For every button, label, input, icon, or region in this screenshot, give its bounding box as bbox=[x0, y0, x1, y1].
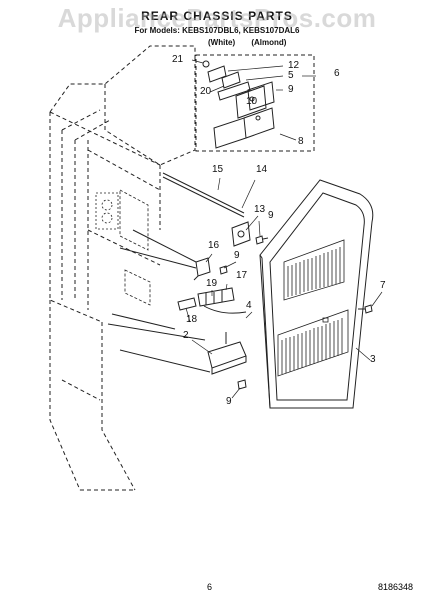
page-number: 6 bbox=[207, 582, 213, 592]
callout-18: 18 bbox=[186, 314, 198, 325]
chassis-grille bbox=[95, 189, 151, 306]
callout-9: 9 bbox=[226, 396, 232, 407]
bracket-13 bbox=[231, 221, 251, 247]
chassis-outline bbox=[49, 45, 196, 491]
panel-louvers bbox=[277, 239, 349, 377]
callout-6: 6 bbox=[334, 68, 340, 79]
screw-7 bbox=[358, 304, 373, 314]
callout-13: 13 bbox=[254, 204, 266, 215]
model-numbers: For Models: KEBS107DBL6, KEBS107DAL6 bbox=[134, 26, 300, 35]
callout-14: 14 bbox=[256, 164, 268, 175]
callout-21: 21 bbox=[172, 54, 184, 65]
bracket-16 bbox=[193, 257, 211, 281]
callout-16: 16 bbox=[208, 240, 220, 251]
clip-18 bbox=[177, 297, 197, 311]
callout-4: 4 bbox=[246, 300, 252, 311]
callout-9: 9 bbox=[268, 210, 274, 221]
callout-9: 9 bbox=[234, 250, 240, 261]
leader-lines bbox=[185, 59, 383, 399]
screw-9-mid bbox=[219, 265, 228, 275]
color-white-label: (White) bbox=[208, 38, 236, 47]
callout-10: 10 bbox=[246, 96, 258, 107]
diagram-title: REAR CHASSIS PARTS bbox=[141, 9, 293, 23]
callout-17: 17 bbox=[236, 270, 248, 281]
callout-20: 20 bbox=[200, 86, 212, 97]
callout-7: 7 bbox=[380, 280, 386, 291]
callout-2: 2 bbox=[183, 330, 189, 341]
detail-inset bbox=[195, 54, 315, 152]
callout-8: 8 bbox=[298, 136, 304, 147]
document-id: 8186348 bbox=[378, 582, 414, 592]
color-almond-label: (Almond) bbox=[251, 38, 287, 47]
callout-19: 19 bbox=[206, 278, 218, 289]
callout-12: 12 bbox=[288, 60, 300, 71]
bracket-2 bbox=[207, 332, 247, 375]
callout-5: 5 bbox=[288, 70, 294, 81]
rear-panel bbox=[259, 179, 374, 409]
screw-9-lower bbox=[237, 379, 247, 390]
terminal-block-19 bbox=[197, 287, 235, 307]
callout-9: 9 bbox=[288, 84, 294, 95]
callout-3: 3 bbox=[370, 354, 376, 365]
screw-9-upper bbox=[255, 235, 269, 245]
wire-4 bbox=[203, 305, 247, 314]
color-variants: (White) (Almond) bbox=[208, 38, 338, 47]
callout-15: 15 bbox=[212, 164, 224, 175]
rails bbox=[107, 172, 245, 373]
